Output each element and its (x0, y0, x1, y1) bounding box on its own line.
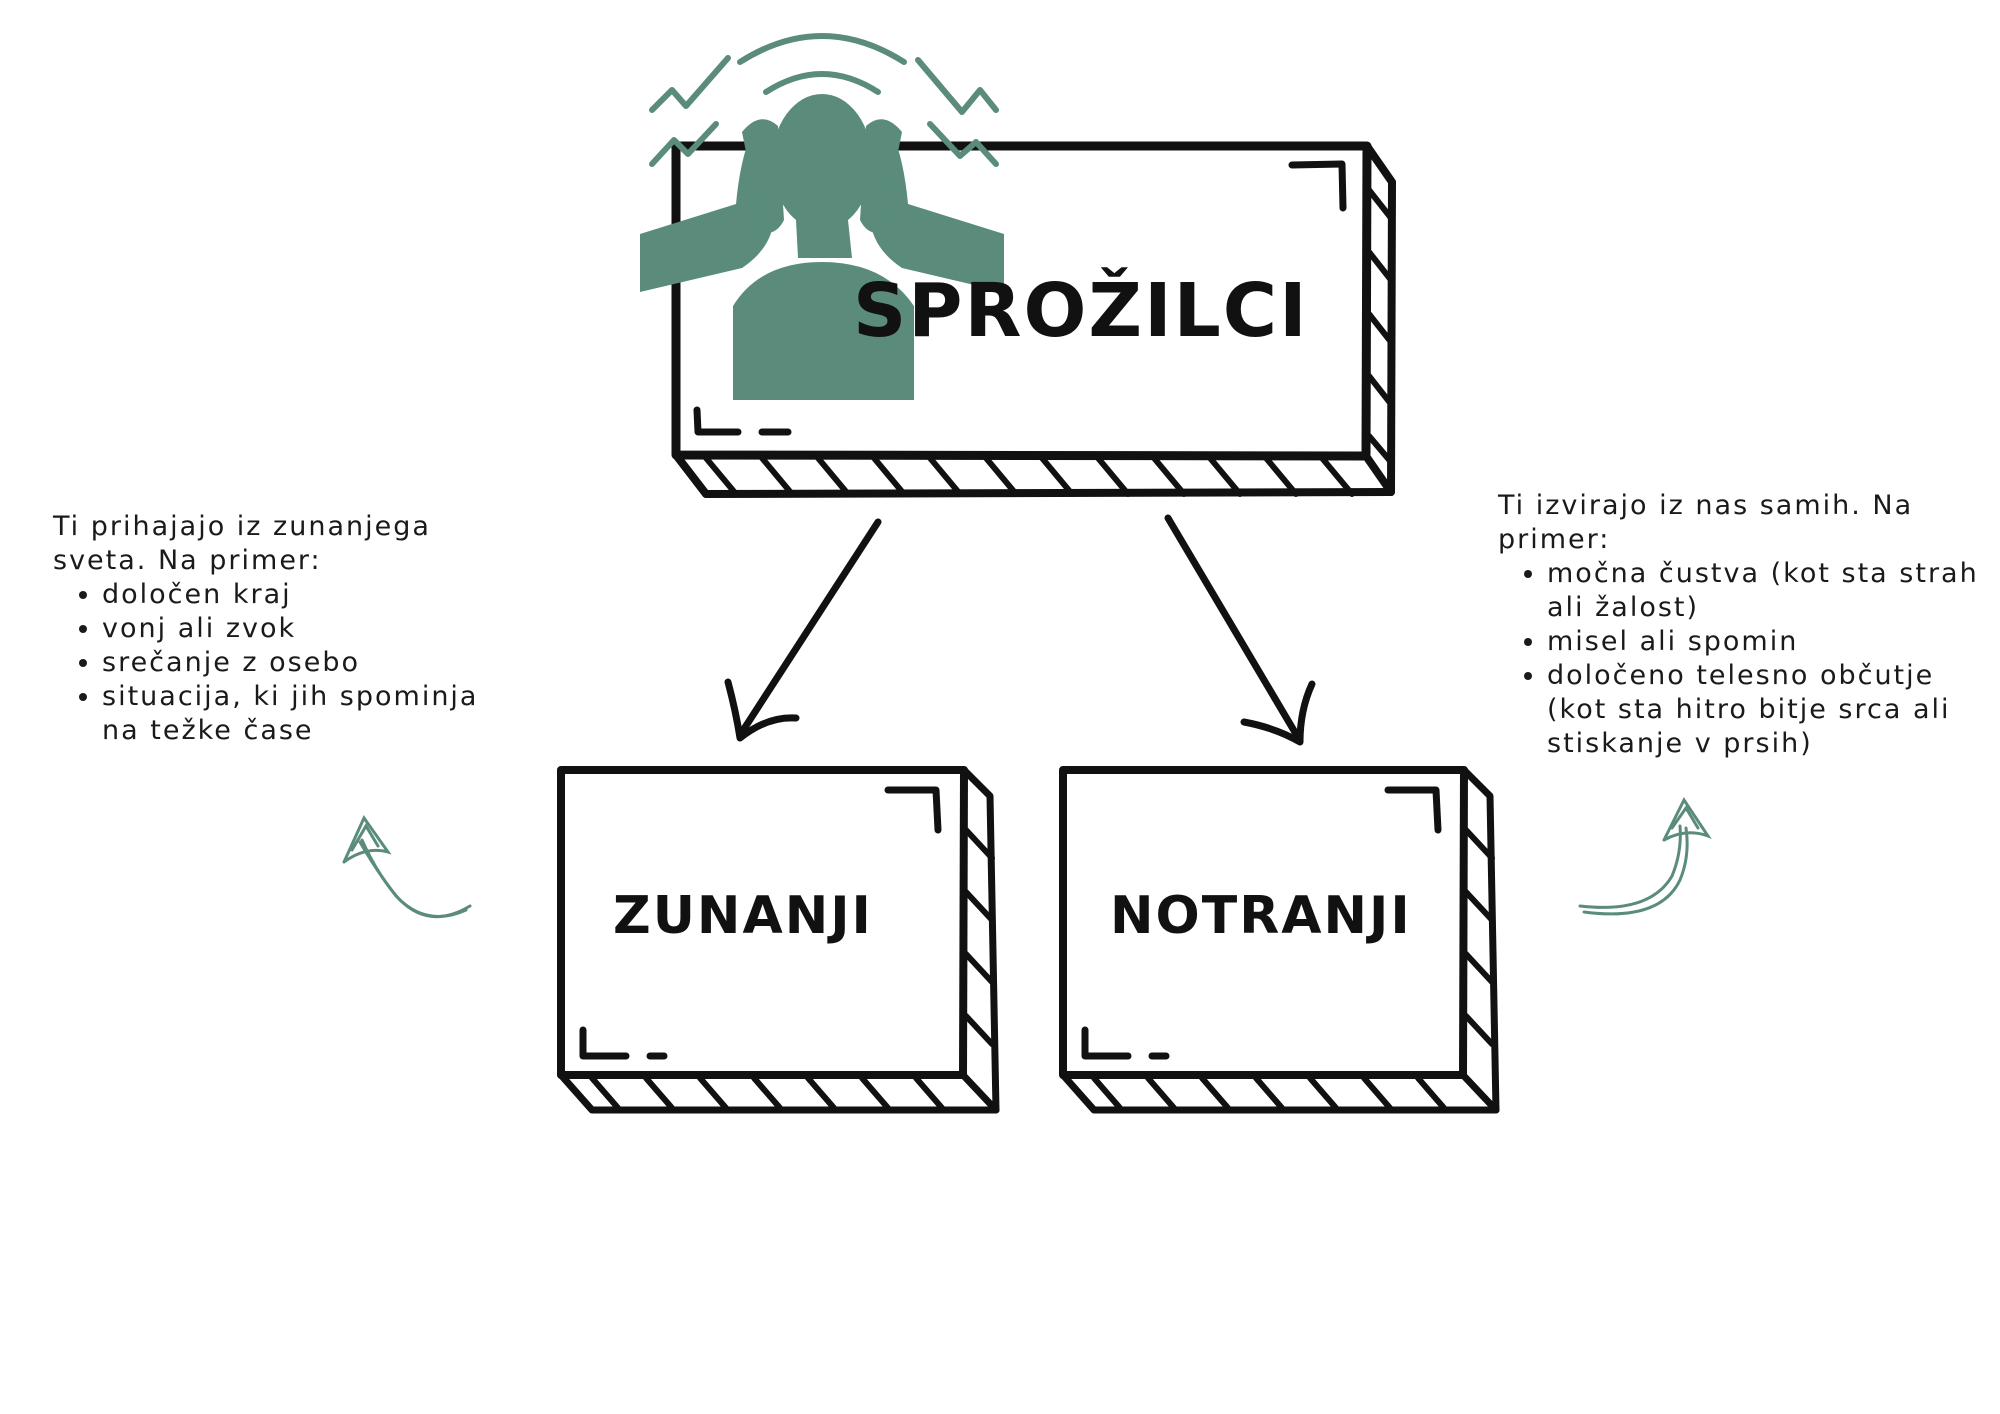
external-box (557, 766, 1000, 1114)
external-note-intro: Ti prihajajo iz zunanjega sveta. Na prim… (53, 511, 431, 576)
distressed-person-covering-ears-icon (640, 33, 1004, 400)
list-item: močna čustva (kot sta strah ali žalost) (1547, 557, 1988, 625)
list-item: določeno telesno občutje (kot sta hitro … (1547, 659, 1988, 761)
list-item: srečanje z osebo (102, 646, 523, 680)
internal-box-title: NOTRANJI (1110, 886, 1412, 946)
curved-arrow-up-icon (342, 814, 472, 919)
list-item: situacija, ki jih spominja na težke čase (102, 680, 523, 748)
internal-note-intro: Ti izvirajo iz nas samih. Na primer: (1498, 490, 1914, 555)
curved-arrow-up-icon (1578, 797, 1712, 916)
main-box (671, 141, 1396, 498)
main-box-title: SPROŽILCI (853, 268, 1309, 354)
external-note-list: določen kraj vonj ali zvok srečanje z os… (53, 578, 523, 748)
internal-note-list: močna čustva (kot sta strah ali žalost) … (1498, 557, 1988, 761)
internal-triggers-note: Ti izvirajo iz nas samih. Na primer: moč… (1498, 489, 1988, 761)
external-box-title: ZUNANJI (613, 886, 873, 946)
arrow-to-internal (1164, 514, 1316, 746)
connector-arrows (724, 514, 1316, 746)
arrow-to-external (724, 518, 882, 742)
internal-box (1059, 766, 1500, 1114)
list-item: misel ali spomin (1547, 625, 1988, 659)
list-item: določen kraj (102, 578, 523, 612)
list-item: vonj ali zvok (102, 612, 523, 646)
external-triggers-note: Ti prihajajo iz zunanjega sveta. Na prim… (53, 510, 523, 748)
